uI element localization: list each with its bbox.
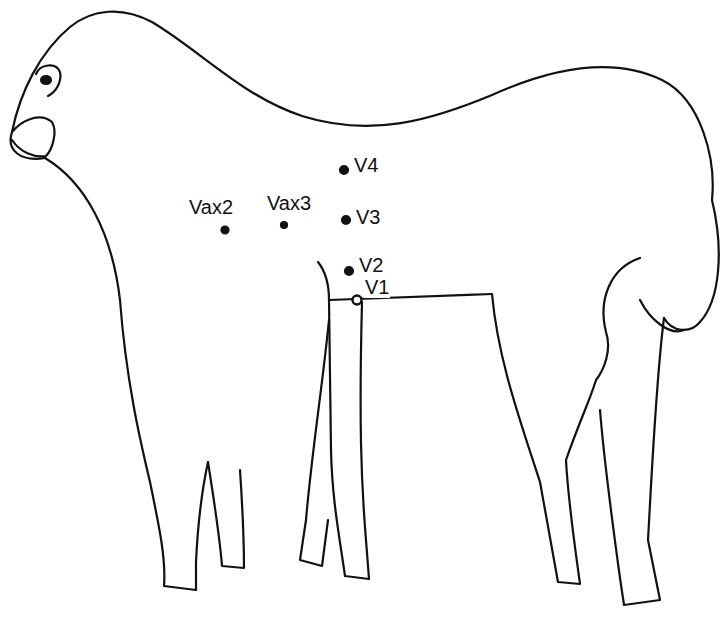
electrode-label: V4 [353,154,379,176]
electrode-label: V2 [358,254,384,276]
electrode-dot [222,227,229,234]
foreleg-inner [300,320,329,566]
near-hindleg [600,318,664,605]
electrode-dot [340,166,348,174]
far-foreleg [208,462,244,568]
electrode-dot [353,296,362,305]
electrode-dot [345,267,353,275]
electrode-dot [342,216,350,224]
head-face [12,117,54,156]
electrode-label: V1 [364,276,390,298]
udder [640,300,684,331]
far-hindleg [492,294,596,584]
electrode-label: Vax2 [188,196,234,218]
electrode-label: V3 [355,206,381,228]
sheep-eye [41,76,51,84]
thigh-line [596,258,640,380]
chest-foreleg-outline [45,158,208,590]
electrode-dot [281,222,287,228]
electrode-label: Vax3 [266,192,312,214]
sheep-ear [36,65,60,96]
